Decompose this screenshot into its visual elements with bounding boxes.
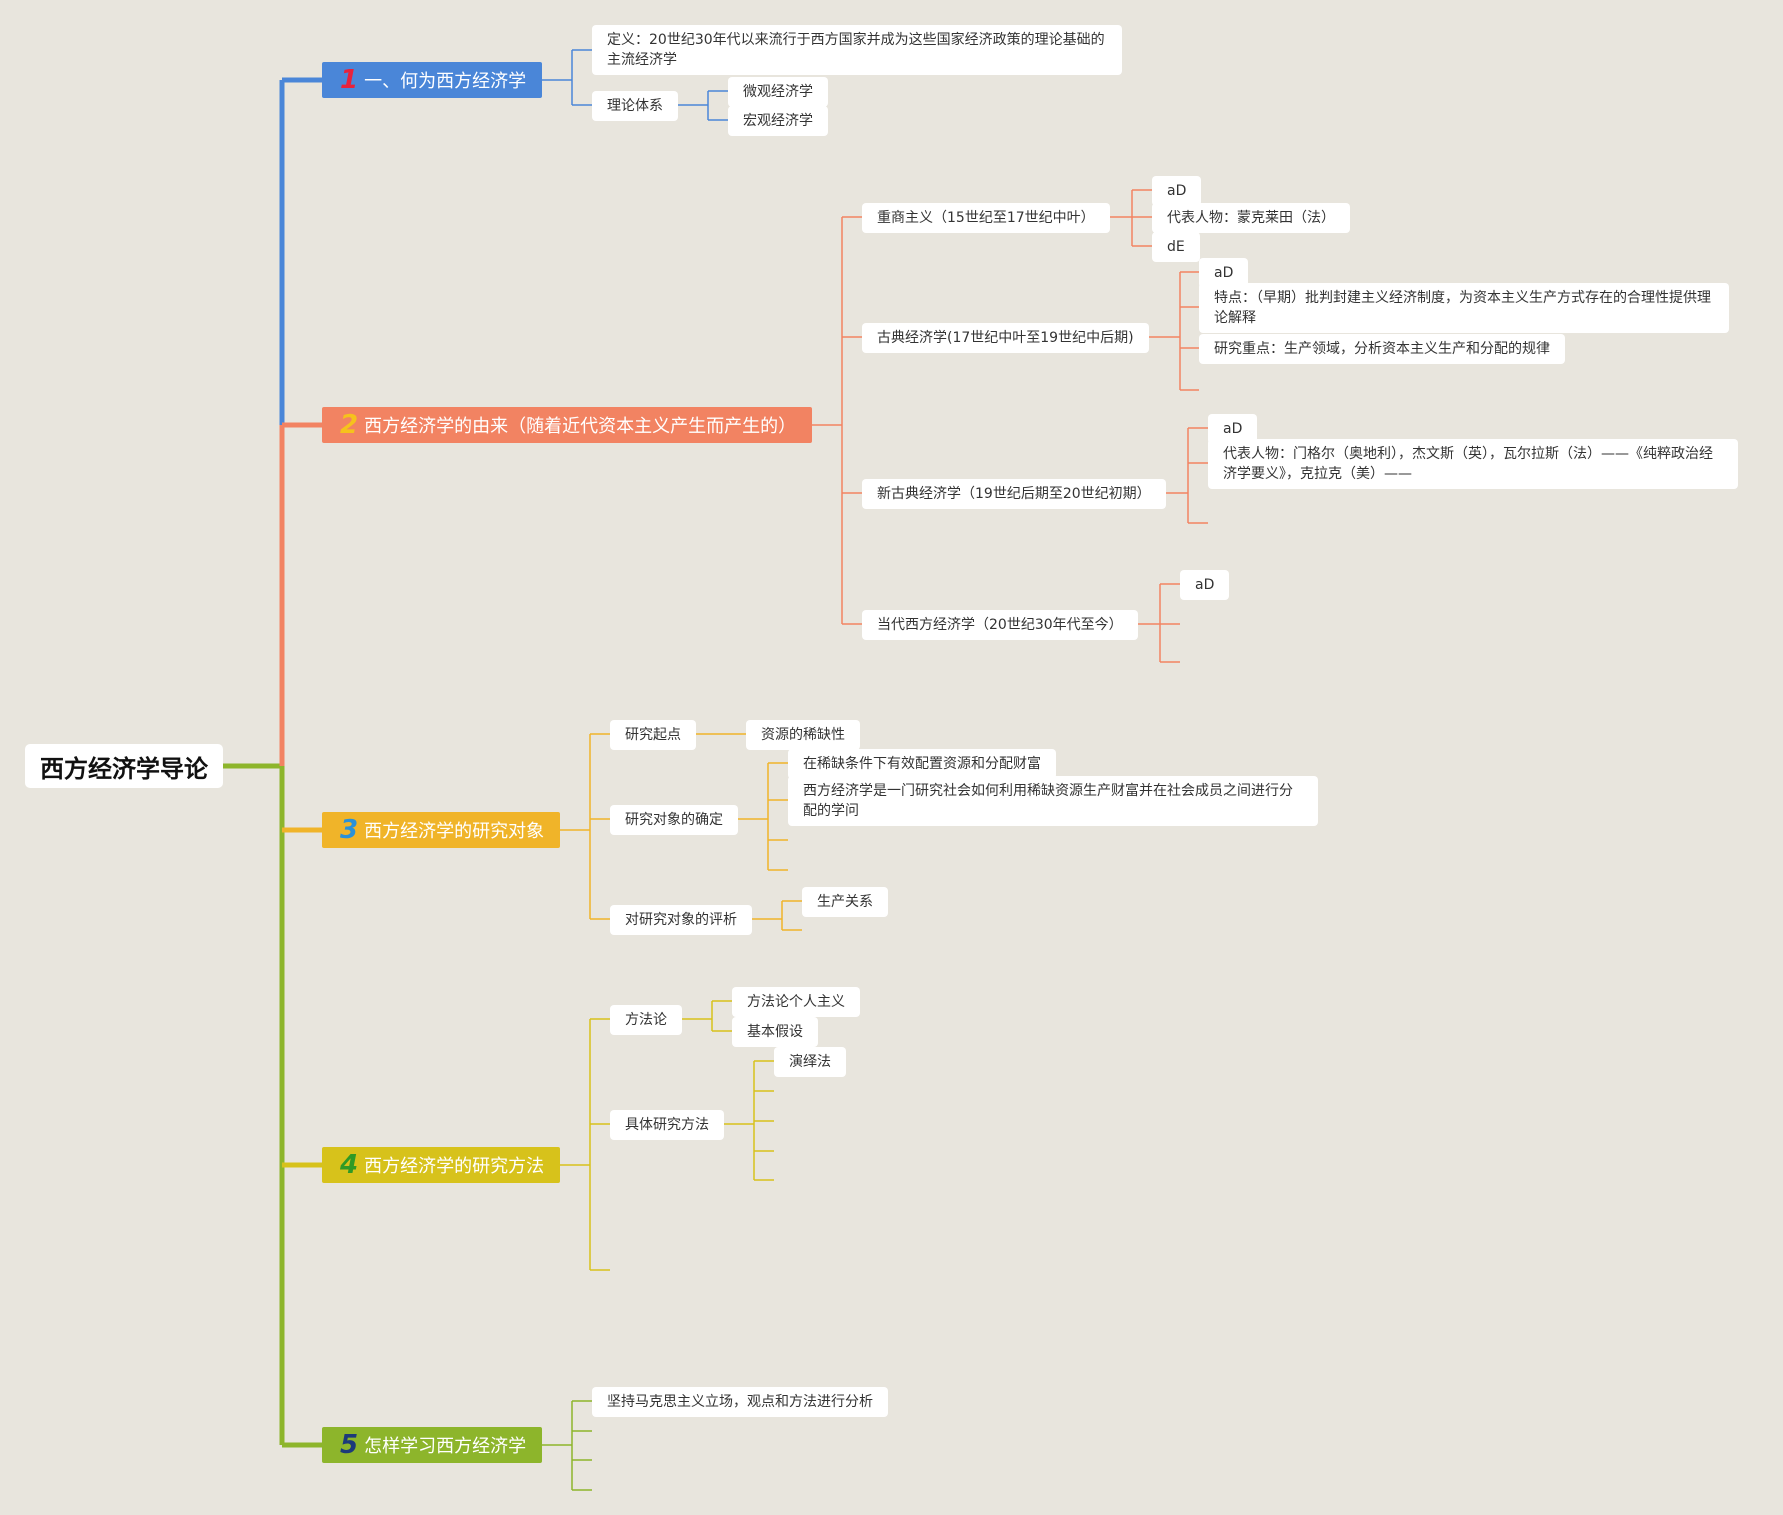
node-individualism[interactable]: 方法论个人主义 — [732, 987, 860, 1017]
node-mercantilism[interactable]: 重商主义（15世纪至17世纪中叶） — [862, 203, 1110, 233]
node-research-start[interactable]: 研究起点 — [610, 720, 696, 750]
node-classical-focus[interactable]: 研究重点：生产领域，分析资本主义生产和分配的规律 — [1199, 334, 1565, 364]
branch-5[interactable]: 5 怎样学习西方经济学 — [322, 1427, 542, 1463]
branch-5-number: 5 — [340, 1430, 359, 1460]
node-classical[interactable]: 古典经济学(17世纪中叶至19世纪中后期) — [862, 323, 1149, 353]
branch-5-label: 怎样学习西方经济学 — [364, 1436, 527, 1457]
node-methodology[interactable]: 方法论 — [610, 1005, 682, 1035]
node-western-econ-definition[interactable]: 西方经济学是一门研究社会如何利用稀缺资源生产财富并在社会成员之间进行分配的学问 — [788, 776, 1318, 826]
root-node[interactable]: 西方经济学导论 — [25, 744, 223, 788]
node-mercantilism-de[interactable]: dE — [1152, 232, 1200, 262]
branch-1-number: 1 — [340, 65, 359, 95]
node-micro-economics[interactable]: 微观经济学 — [728, 77, 828, 107]
branch-2-number: 2 — [340, 410, 359, 440]
branch-4-number: 4 — [340, 1150, 359, 1180]
node-mercantilism-ad[interactable]: aD — [1152, 176, 1202, 206]
node-theory-system[interactable]: 理论体系 — [592, 91, 678, 121]
node-macro-economics[interactable]: 宏观经济学 — [728, 106, 828, 136]
node-production-relations[interactable]: 生产关系 — [802, 887, 888, 917]
branch-1[interactable]: 1 一、何为西方经济学 — [322, 62, 542, 98]
branch-3[interactable]: 3 西方经济学的研究对象 — [322, 812, 560, 848]
branch-4-label: 西方经济学的研究方法 — [364, 1156, 545, 1177]
node-classical-feature[interactable]: 特点：（早期）批判封建主义经济制度，为资本主义生产方式存在的合理性提供理论解释 — [1199, 283, 1729, 333]
branch-4[interactable]: 4 西方经济学的研究方法 — [322, 1147, 560, 1183]
branch-2[interactable]: 2 西方经济学的由来（随着近代资本主义产生而产生的） — [322, 407, 812, 443]
node-allocation[interactable]: 在稀缺条件下有效配置资源和分配财富 — [788, 749, 1056, 779]
node-specific-methods[interactable]: 具体研究方法 — [610, 1110, 724, 1140]
branch-3-label: 西方经济学的研究对象 — [364, 821, 545, 842]
node-contemporary-ad[interactable]: aD — [1180, 570, 1230, 600]
branch-2-label: 西方经济学的由来（随着近代资本主义产生而产生的） — [364, 416, 797, 437]
node-scarcity[interactable]: 资源的稀缺性 — [746, 720, 860, 750]
branch-1-label: 一、何为西方经济学 — [364, 71, 527, 92]
node-neoclassical[interactable]: 新古典经济学（19世纪后期至20世纪初期） — [862, 479, 1166, 509]
node-basic-assumption[interactable]: 基本假设 — [732, 1017, 818, 1047]
node-contemporary[interactable]: 当代西方经济学（20世纪30年代至今） — [862, 610, 1138, 640]
node-mercantilism-representative[interactable]: 代表人物：蒙克莱田（法） — [1152, 203, 1350, 233]
node-deduction[interactable]: 演绎法 — [774, 1047, 846, 1077]
node-research-object[interactable]: 研究对象的确定 — [610, 805, 738, 835]
node-marxist-analysis[interactable]: 坚持马克思主义立场，观点和方法进行分析 — [592, 1387, 888, 1417]
node-definition[interactable]: 定义：20世纪30年代以来流行于西方国家并成为这些国家经济政策的理论基础的主流经… — [592, 25, 1122, 75]
branch-3-number: 3 — [340, 815, 359, 845]
node-neoclassical-representative[interactable]: 代表人物：门格尔（奥地利），杰文斯（英），瓦尔拉斯（法）——《纯粹政治经济学要义… — [1208, 439, 1738, 489]
node-object-evaluation[interactable]: 对研究对象的评析 — [610, 905, 752, 935]
